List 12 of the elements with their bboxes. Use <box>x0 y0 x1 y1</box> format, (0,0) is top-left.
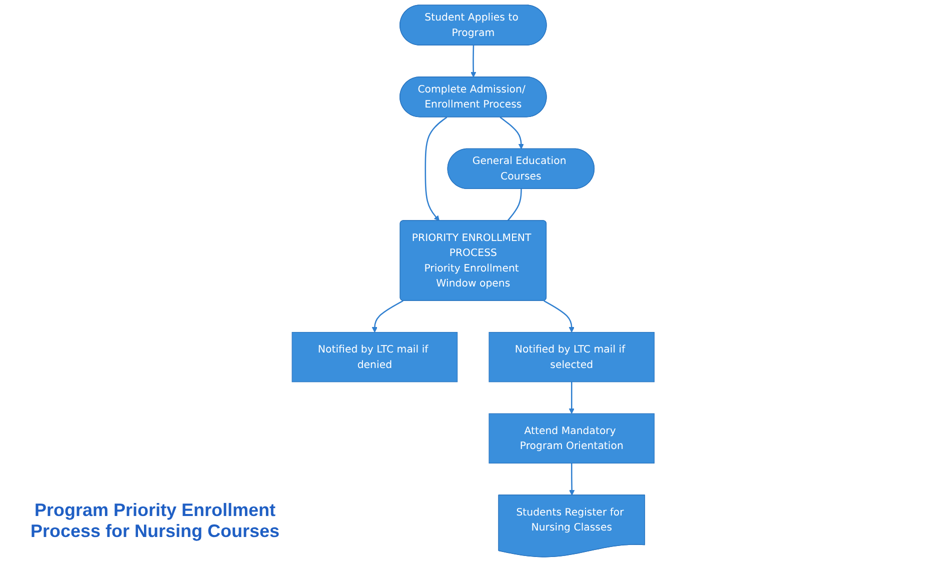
arrow <box>569 382 575 414</box>
node-box: Notified by LTC mail if selected <box>489 332 655 382</box>
arrow <box>569 463 575 496</box>
node-box: Attend Mandatory Program Orientation <box>489 413 655 464</box>
arrow <box>372 300 404 333</box>
diagram-title: Program Priority Enrollment Process for Nursing Courses <box>29 500 281 542</box>
arrow <box>544 300 575 333</box>
arrow <box>470 45 476 78</box>
arrow <box>500 116 524 150</box>
node-box: Notified by LTC mail if denied <box>292 332 458 382</box>
arrow <box>425 116 448 222</box>
connector <box>508 189 522 222</box>
